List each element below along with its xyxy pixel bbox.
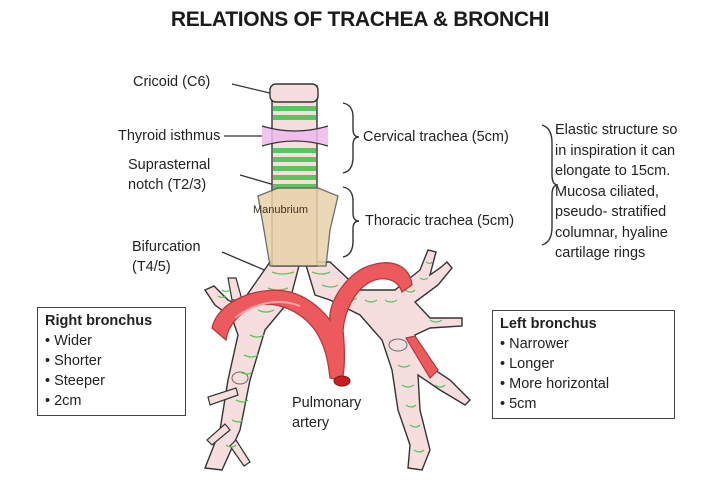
manubrium-shape	[257, 187, 339, 267]
pulmonary-artery	[211, 262, 439, 387]
right-bronchus-heading: Right bronchus	[45, 313, 153, 329]
thoracic-brace	[342, 186, 360, 258]
suprasternal-label-line2: notch (T2/3)	[128, 177, 207, 193]
trachea-note: Elastic structure so in inspiration it c…	[555, 120, 678, 264]
left-bronchus-heading: Left bronchus	[500, 316, 597, 332]
left-bronchus-item: 5cm	[500, 394, 666, 414]
right-bronchus-item: Shorter	[45, 351, 177, 371]
pulmonary-artery-label-line2: artery	[292, 415, 330, 431]
note-line: cartilage rings	[555, 245, 646, 261]
note-line: elongate to 15cm.	[555, 163, 671, 179]
note-brace	[541, 124, 559, 246]
suprasternal-label-line1: Suprasternal	[128, 157, 211, 173]
diagram-title: RELATIONS OF TRACHEA & BRONCHI	[170, 8, 550, 31]
right-bronchus-box: Right bronchus Wider Shorter Steeper 2cm	[37, 307, 186, 416]
cricoid-cartilage	[269, 83, 319, 103]
manubrium-label: Manubrium	[253, 204, 309, 216]
right-bronchus-item: Steeper	[45, 371, 177, 391]
right-bronchus-item: 2cm	[45, 391, 177, 411]
left-bronchus-item: Longer	[500, 354, 666, 374]
note-line: Mucosa ciliated,	[555, 183, 659, 200]
note-line: pseudo- stratified	[555, 204, 667, 220]
bifurcation-label-line2: (T4/5)	[132, 259, 171, 275]
thoracic-trachea-label: Thoracic trachea (5cm)	[365, 213, 515, 229]
note-line: columnar, hyaline	[555, 224, 668, 241]
cervical-brace	[342, 102, 360, 174]
braces	[342, 102, 559, 258]
tracheal-rings	[273, 106, 316, 189]
left-pulmonary-vessel	[405, 335, 439, 379]
cricoid-label: Cricoid (C6)	[133, 74, 211, 90]
bifurcation-label-line1: Bifurcation	[132, 239, 201, 255]
left-bronchus-box: Left bronchus Narrower Longer More horiz…	[492, 310, 675, 419]
pulmonary-artery-label-line1: Pulmonary	[292, 395, 362, 411]
cervical-trachea-label: Cervical trachea (5cm)	[363, 129, 509, 145]
thyroid-isthmus-shape	[262, 126, 328, 146]
right-bronchus-item: Wider	[45, 331, 177, 351]
note-line: Elastic structure so	[555, 122, 678, 138]
left-bronchus-item: More horizontal	[500, 374, 666, 394]
left-bronchus-item: Narrower	[500, 334, 666, 354]
note-line: in inspiration it can	[555, 142, 676, 159]
thyroid-isthmus-label: Thyroid isthmus	[118, 128, 221, 144]
